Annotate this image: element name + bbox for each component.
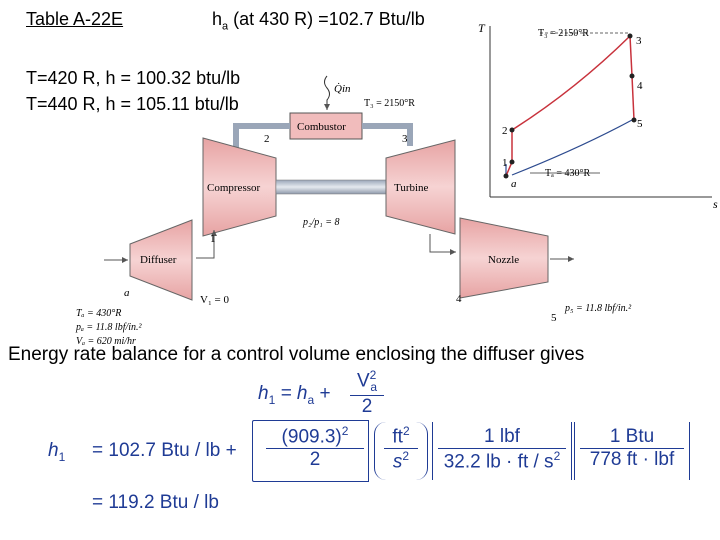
eq2-ft-sup: 2 (402, 424, 410, 438)
eq2-s: s (392, 451, 403, 473)
eq1-denominator: 2 (361, 396, 373, 418)
ts-label-a: a (511, 178, 517, 190)
turbine-to-nozzle-arrow (429, 234, 456, 255)
ts-axis-s-label: s (713, 197, 718, 211)
bracket-right (252, 420, 369, 482)
ts-ta-label: Tₐ = 430°R (545, 168, 590, 179)
state-2-label: 2 (264, 133, 270, 145)
paren-units (374, 422, 428, 480)
diffuser-to-compressor-arrow (196, 230, 217, 259)
eq-result: = 119.2 Btu / lb (92, 492, 219, 513)
eq1-v: V (356, 370, 370, 392)
inlet-velocity: Vₐ = 620 mi/hr (76, 336, 136, 347)
state-3-label: 3 (402, 133, 408, 145)
diffuser-label: Diffuser (140, 254, 177, 266)
interp-line-1: T=420 R, h = 100.32 btu/lb (26, 68, 241, 88)
combustor-t3-label: T₃ = 2150°R (364, 98, 415, 109)
v1-label: V₁ = 0 (200, 294, 229, 306)
ts-label-1: 1 (502, 157, 508, 169)
ts-t3-label: T₃ = 2150°R (538, 28, 589, 39)
ts-point-2 (509, 127, 515, 133)
ha-symbol: h (212, 9, 223, 29)
pipe-2 (233, 123, 290, 148)
eq2-prefix: = 102.7 Btu / lb + (92, 440, 237, 461)
eq2-lbf: 1 lbf (438, 426, 566, 449)
pressure-ratio-label: p₂/p₁ = 8 (302, 217, 339, 228)
eq1-h1: h (258, 383, 269, 404)
eq1-h1-sub: 1 (268, 392, 276, 407)
eq2-btu-den: 778 ft · lbf (589, 449, 675, 470)
equation-line-2-lhs: h1 (48, 440, 65, 464)
ts-label-5: 5 (637, 118, 643, 130)
eq2-s-sup: 2 (402, 449, 410, 464)
ts-high-pressure-line (511, 35, 631, 131)
ts-axis-t-label: T (478, 21, 486, 35)
compressor-shape (202, 137, 277, 237)
inlet-temp: Tₐ = 430°R (76, 308, 121, 319)
ts-point-4 (629, 73, 635, 79)
ha-text: (at 430 R) =102.7 Btu/lb (228, 9, 425, 29)
table-reference-text: Table A-22E (26, 9, 124, 29)
interp-line-2: T=440 R, h = 105.11 btu/lb (26, 94, 239, 114)
shaft (275, 179, 387, 195)
combustor-group: Combustor Q̇in T₃ = 2150°R (289, 75, 415, 140)
combustor-label: Combustor (297, 121, 346, 133)
eq2-den: 2 (309, 449, 321, 471)
state-1-label: 1 (210, 233, 216, 245)
table-reference: Table A-22E (26, 9, 123, 30)
inlet-pressure: pₐ = 11.8 lbf/in.² (75, 322, 143, 333)
combustor-box (289, 112, 363, 140)
exit-pressure-label: p₅ = 11.8 lbf/in.² (564, 303, 632, 314)
eq2-fraction-lbf: 1 lbf 32.2 lb · ft / s2 (438, 426, 566, 473)
ts-low-pressure-line (511, 119, 633, 176)
ts-point-1 (509, 159, 515, 165)
eq2-conv-sup: 2 (553, 449, 561, 463)
eq2-num-sup: 2 (341, 424, 349, 438)
diffuser-shape (129, 219, 193, 301)
eq2-fraction-btu: 1 Btu 778 ft · lbf (580, 426, 684, 471)
ts-diagram: T s 3 4 5 2 1 a T₃ = 2150°R Tₐ = 430°R (478, 21, 718, 211)
eq2-h1: h (48, 440, 59, 461)
energy-balance-text: Energy rate balance for a control volume… (8, 344, 585, 365)
eq1-plus: + (319, 383, 331, 404)
pipe-3 (362, 123, 413, 146)
eq2-ft: ft (392, 426, 403, 448)
nozzle-shape (459, 217, 549, 299)
ts-point-3 (627, 33, 633, 39)
ts-point-a (503, 173, 509, 179)
bracket-left (252, 420, 369, 482)
eq2-num: (909.3) (281, 426, 342, 448)
ts-label-3: 3 (636, 35, 642, 47)
equation-line-1: h1 = ha + (258, 383, 331, 407)
eq2-fraction-1: (909.3)2 2 (266, 424, 364, 471)
heat-input-arrow (324, 75, 330, 110)
heat-input-label: Q̇in (334, 83, 351, 95)
conv-bar-1 (432, 422, 572, 480)
turbine-label: Turbine (394, 182, 429, 194)
eq2-h1-sub: 1 (58, 449, 66, 464)
turbine-shape (385, 139, 456, 235)
ha-subscript: a (222, 20, 229, 33)
ts-point-5 (631, 117, 637, 123)
eq2-conv: 32.2 lb · ft / s (443, 451, 554, 473)
eq1-equals-ha: = h (280, 383, 308, 404)
state-4-label: 4 (456, 293, 462, 305)
compressor-label: Compressor (207, 182, 261, 194)
ts-label-2: 2 (502, 125, 508, 137)
eq1-ha-sub: a (307, 392, 315, 407)
ts-label-4: 4 (637, 80, 643, 92)
state-a-label: a (124, 287, 130, 299)
ha-value: ha (at 430 R) =102.7 Btu/lb (212, 9, 425, 33)
eq2-fraction-ft: ft2 s2 (384, 424, 418, 474)
nozzle-label: Nozzle (488, 254, 519, 266)
conv-bar-2 (574, 422, 690, 480)
eq1-fraction: V2a 2 (350, 368, 384, 418)
eq2-btu: 1 Btu (580, 426, 684, 449)
state-5-label: 5 (551, 312, 557, 324)
eq1-v-sup: 2 (369, 368, 377, 382)
eq1-v-sub: a (370, 380, 378, 395)
